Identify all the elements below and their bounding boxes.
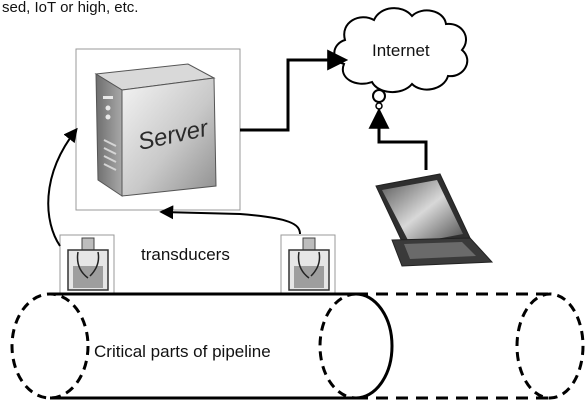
transducer-sensor-icon [288, 237, 330, 291]
server-to-internet-arrow [240, 49, 349, 132]
internet-node: Internet [333, 7, 469, 110]
transducer-left [59, 234, 115, 296]
transducer-right-to-server-arrow [159, 205, 301, 235]
cloud-bubble-large [372, 89, 386, 103]
laptop-to-internet-arrow [368, 107, 428, 170]
cloud-bubble-small [375, 102, 383, 110]
transducer-sensor-icon [67, 237, 109, 291]
cloud-icon [333, 7, 469, 93]
laptop-icon [375, 173, 494, 267]
internet-label: Internet [372, 41, 430, 60]
server-node: Server [75, 48, 241, 211]
pipeline-section-end-dashed [318, 292, 357, 400]
pipeline-section-end-solid [355, 292, 394, 400]
pipeline-critical-section [10, 292, 394, 400]
server-tower-icon: Server [94, 63, 217, 197]
transducers-label: transducers [141, 245, 230, 264]
pipeline-continuation [356, 292, 585, 400]
transducer-left-to-server-arrow [47, 127, 78, 247]
transducer-right [280, 234, 336, 296]
pipeline-right-opening [515, 292, 585, 400]
pipeline-left-opening [10, 292, 90, 400]
pipeline-label: Critical parts of pipeline [94, 342, 271, 361]
top-caption-text: sed, IoT or high, etc. [2, 0, 138, 16]
